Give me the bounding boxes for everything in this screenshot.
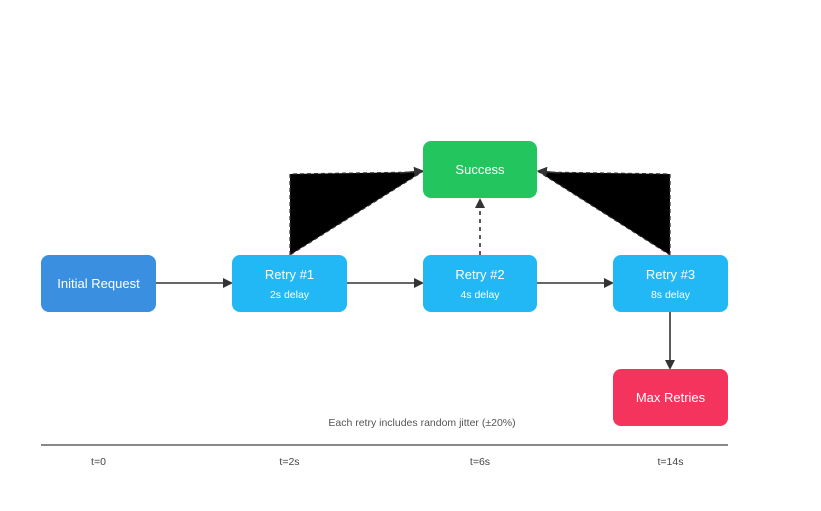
node-retry-2-delay: 4s delay — [460, 289, 500, 301]
node-retry-1: Retry #1 2s delay — [232, 255, 347, 312]
edge-retry1-to-success — [289, 171, 425, 257]
edge-retry3-to-success — [536, 171, 671, 257]
node-retry-1-box — [232, 255, 347, 312]
timeline-label-2: t=6s — [470, 456, 490, 468]
node-retry-2: Retry #2 4s delay — [423, 255, 537, 312]
node-retry-1-delay: 2s delay — [270, 289, 310, 301]
node-success-title: Success — [455, 162, 505, 177]
node-retry-3-delay: 8s delay — [651, 289, 691, 301]
node-initial-request-box — [41, 255, 156, 312]
edge-retry3-to-success-arrow — [537, 166, 561, 177]
node-success: Success — [423, 141, 537, 198]
edges — [156, 166, 675, 370]
node-retry-2-title: Retry #2 — [455, 267, 504, 282]
timeline-label-3: t=14s — [658, 456, 684, 468]
node-retry-2-box — [423, 255, 537, 312]
jitter-note: Each retry includes random jitter (±20%) — [328, 417, 515, 429]
edge-retry1-to-success-arrow — [399, 166, 424, 177]
node-retry-3: Retry #3 8s delay — [613, 255, 728, 312]
node-max-retries-title: Max Retries — [636, 390, 706, 405]
node-retry-3-box — [613, 255, 728, 312]
node-max-retries: Max Retries — [613, 369, 728, 426]
node-max-retries-box — [613, 369, 728, 426]
node-initial-request: Initial Request — [41, 255, 156, 312]
node-initial-request-title: Initial Request — [57, 276, 140, 291]
timeline-label-0: t=0 — [91, 456, 106, 468]
node-success-box — [423, 141, 537, 198]
timeline-label-1: t=2s — [279, 456, 299, 468]
node-retry-3-title: Retry #3 — [646, 267, 695, 282]
node-retry-1-title: Retry #1 — [265, 267, 314, 282]
